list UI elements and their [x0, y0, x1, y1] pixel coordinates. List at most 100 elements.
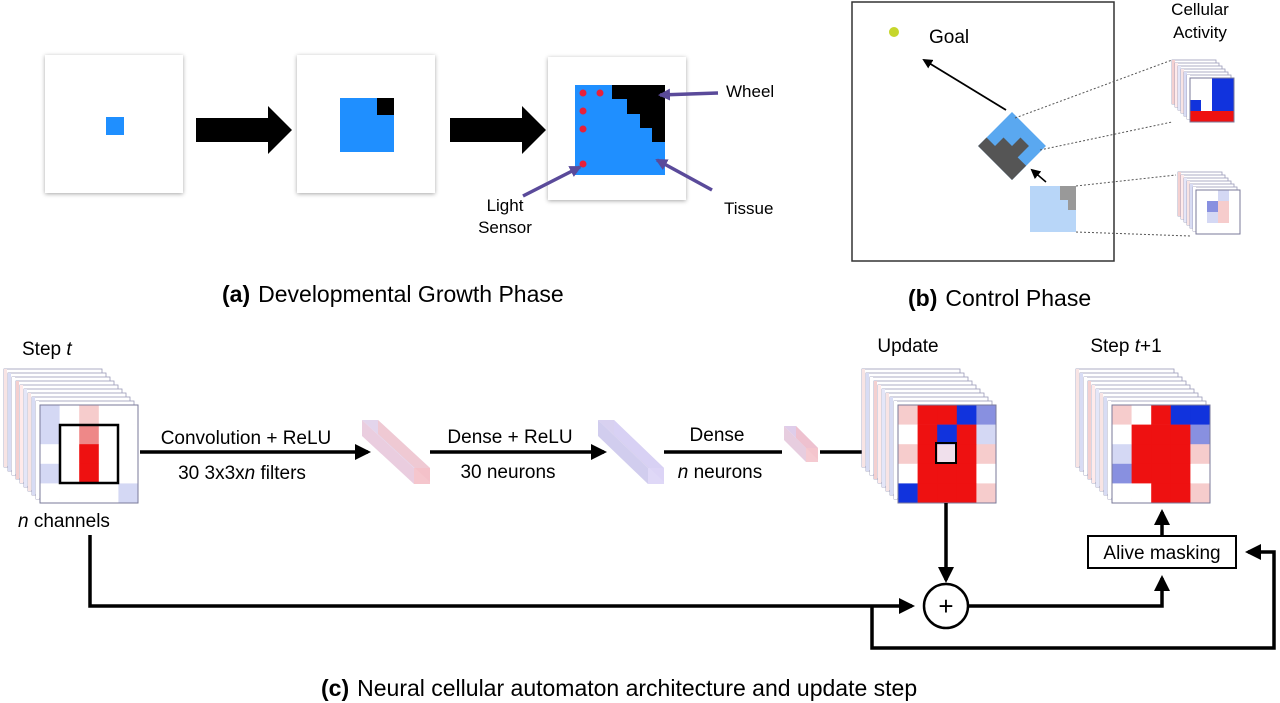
channel-layer-edge	[32, 397, 35, 495]
heat-cell	[1223, 89, 1235, 101]
heat-cell	[1212, 78, 1224, 90]
sensor-dot	[579, 89, 587, 97]
channel-layer-edge	[886, 393, 889, 491]
label-dense2-neurons: n neurons	[678, 462, 763, 483]
label-step-t: Step t	[22, 339, 72, 360]
hidden-layer-1	[362, 420, 430, 484]
heat-cell	[937, 405, 958, 425]
label-light: Light	[487, 196, 524, 215]
caption-a-text: Developmental Growth Phase	[258, 281, 564, 307]
heat-cell	[1112, 444, 1132, 465]
front-layer-border	[39, 404, 139, 504]
heat-cell	[59, 444, 80, 465]
heat-cell	[1112, 405, 1132, 425]
label-activity: Activity	[1173, 23, 1227, 42]
heat-cell	[898, 444, 918, 465]
channel-layer-edge	[1184, 178, 1187, 222]
heading-arrow	[922, 58, 1007, 111]
goal-marker	[889, 27, 899, 37]
wheel-pointer	[658, 88, 719, 101]
heat-cell	[1112, 424, 1132, 445]
heat-cell	[1229, 212, 1241, 224]
caption-c: (c)Neural cellular automaton architectur…	[321, 675, 917, 701]
channels-var: n	[18, 511, 29, 532]
heat-cell	[1112, 483, 1132, 504]
heat-cell	[898, 405, 918, 425]
channel-layer-edge	[882, 389, 885, 487]
heat-cell	[98, 424, 119, 445]
heat-cell	[40, 444, 60, 465]
heat-cell	[976, 483, 997, 504]
heat-cell	[898, 424, 918, 445]
heat-cell	[1151, 424, 1172, 445]
heat-cell	[898, 463, 918, 484]
state-stack-step-t	[3, 368, 139, 504]
caption-b-letter: (b)	[908, 285, 937, 311]
channel-layer-edge	[870, 377, 873, 475]
heat-cell	[1190, 89, 1202, 101]
channel-layer-edge	[12, 377, 15, 475]
heat-cell	[1131, 405, 1152, 425]
output-layer	[784, 426, 818, 462]
label-step-t1: Step t+1	[1090, 336, 1161, 357]
channel-layer-edge	[1178, 172, 1181, 216]
sensor-dot	[579, 125, 587, 133]
heat-cell	[1207, 190, 1219, 202]
heat-cell	[1196, 201, 1208, 213]
motion-arrow	[1030, 168, 1047, 183]
front-layer-border	[1195, 189, 1241, 235]
channel-layer-edge	[878, 385, 881, 483]
heat-cell	[40, 463, 60, 484]
heat-cell	[976, 424, 997, 445]
hidden-layer-2	[598, 420, 664, 484]
channel-layer-edge	[1100, 393, 1103, 491]
label-alive-masking: Alive masking	[1103, 543, 1220, 564]
panel-c: Step t n channels Convolution + ReLU 30 …	[3, 336, 1276, 701]
heat-cell	[1223, 100, 1235, 112]
heat-cell	[1170, 483, 1191, 504]
sensor-dot	[596, 89, 604, 97]
heat-cell	[898, 483, 918, 504]
heat-cell	[1201, 100, 1213, 112]
heat-cell	[1170, 405, 1191, 425]
heat-cell	[1223, 111, 1235, 123]
panel-b: Goal Cellular Activity (b)Control Phase	[851, 0, 1241, 311]
step-t-var: t	[66, 339, 72, 360]
label-conv: Convolution + ReLU	[161, 428, 332, 449]
heat-cell	[59, 405, 80, 425]
caption-b-text: Control Phase	[945, 285, 1091, 311]
heat-cell	[1201, 111, 1213, 123]
heat-cell	[118, 463, 139, 484]
label-sensor: Sensor	[478, 218, 532, 237]
activity-stack-2	[1177, 171, 1241, 235]
heat-cell	[1207, 223, 1219, 235]
heat-cell	[40, 483, 60, 504]
heat-cell	[1229, 223, 1241, 235]
heat-cell	[1112, 463, 1132, 484]
heat-cell	[1229, 190, 1241, 202]
heat-cell	[79, 463, 100, 484]
heat-cell	[1151, 444, 1172, 465]
step-t-prefix: Step	[22, 339, 66, 360]
projection-line	[1075, 174, 1177, 187]
heat-cell	[1218, 201, 1230, 213]
sensor-dot	[579, 107, 587, 115]
channel-layer-edge	[1181, 69, 1184, 113]
heat-cell	[917, 405, 938, 425]
heat-cell	[1151, 463, 1172, 484]
heat-cell	[79, 483, 100, 504]
heat-cell	[118, 405, 139, 425]
channel-layer-edge	[20, 385, 23, 483]
sum-symbol: +	[938, 591, 953, 621]
heat-cell	[1190, 483, 1211, 504]
heat-cell	[917, 463, 938, 484]
panel-a: Wheel Tissue Light Sensor (a)Development…	[45, 55, 774, 307]
channel-layer-edge	[1092, 385, 1095, 483]
heat-cell	[1190, 405, 1211, 425]
heat-cell	[956, 444, 977, 465]
heat-cell	[1170, 424, 1191, 445]
activity-stack-1	[1171, 59, 1235, 123]
heat-cell	[1212, 89, 1224, 101]
